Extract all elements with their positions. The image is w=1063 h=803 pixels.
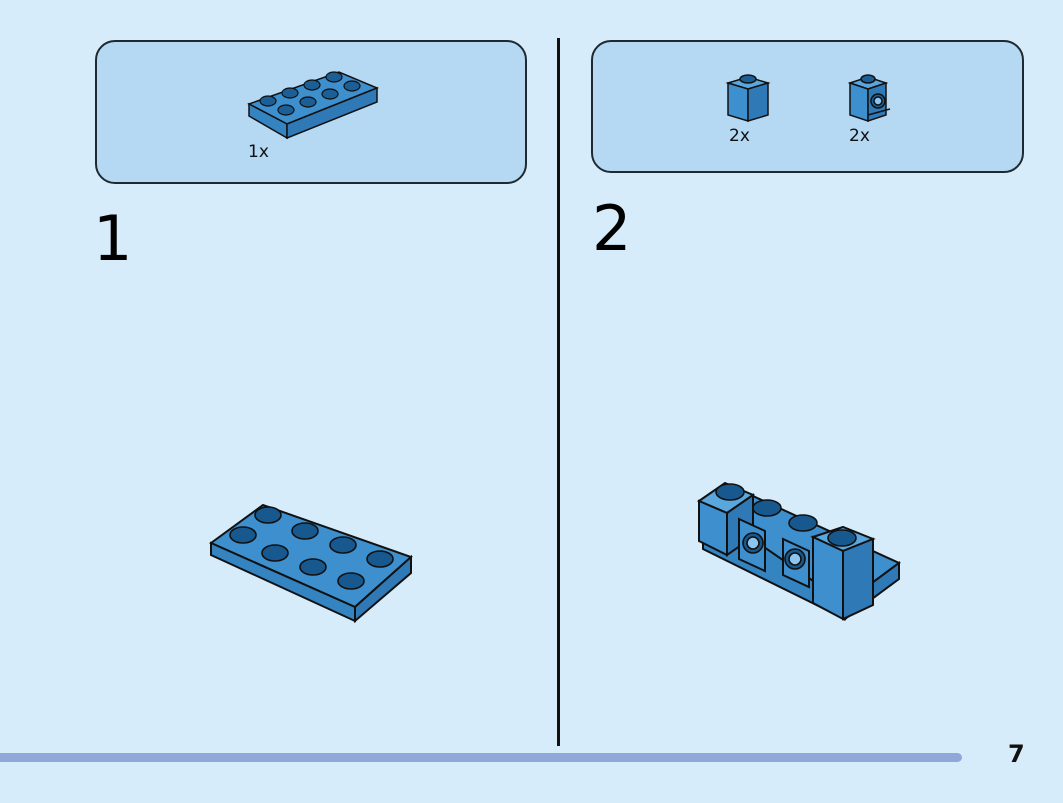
parts-callout-step-1: 1x bbox=[95, 40, 527, 184]
plate-2x4-part-icon bbox=[247, 71, 379, 140]
parts-callout-step-2: 2x 2x bbox=[591, 40, 1024, 173]
step-2-model-illustration bbox=[696, 481, 901, 621]
brick-1x1-side-stud-part-icon bbox=[847, 74, 891, 123]
brick-1x1-part-icon bbox=[725, 74, 771, 123]
part-quantity: 1x bbox=[248, 142, 269, 162]
step-number: 1 bbox=[93, 202, 133, 275]
step-number: 2 bbox=[592, 192, 632, 265]
page-progress-bar bbox=[0, 753, 962, 762]
page-number: 7 bbox=[1008, 740, 1025, 768]
step-1-model-plate-illustration bbox=[209, 503, 413, 624]
part-quantity: 2x bbox=[849, 126, 870, 146]
step-divider bbox=[557, 38, 560, 746]
page-progress-fill bbox=[0, 753, 962, 762]
part-quantity: 2x bbox=[729, 126, 750, 146]
